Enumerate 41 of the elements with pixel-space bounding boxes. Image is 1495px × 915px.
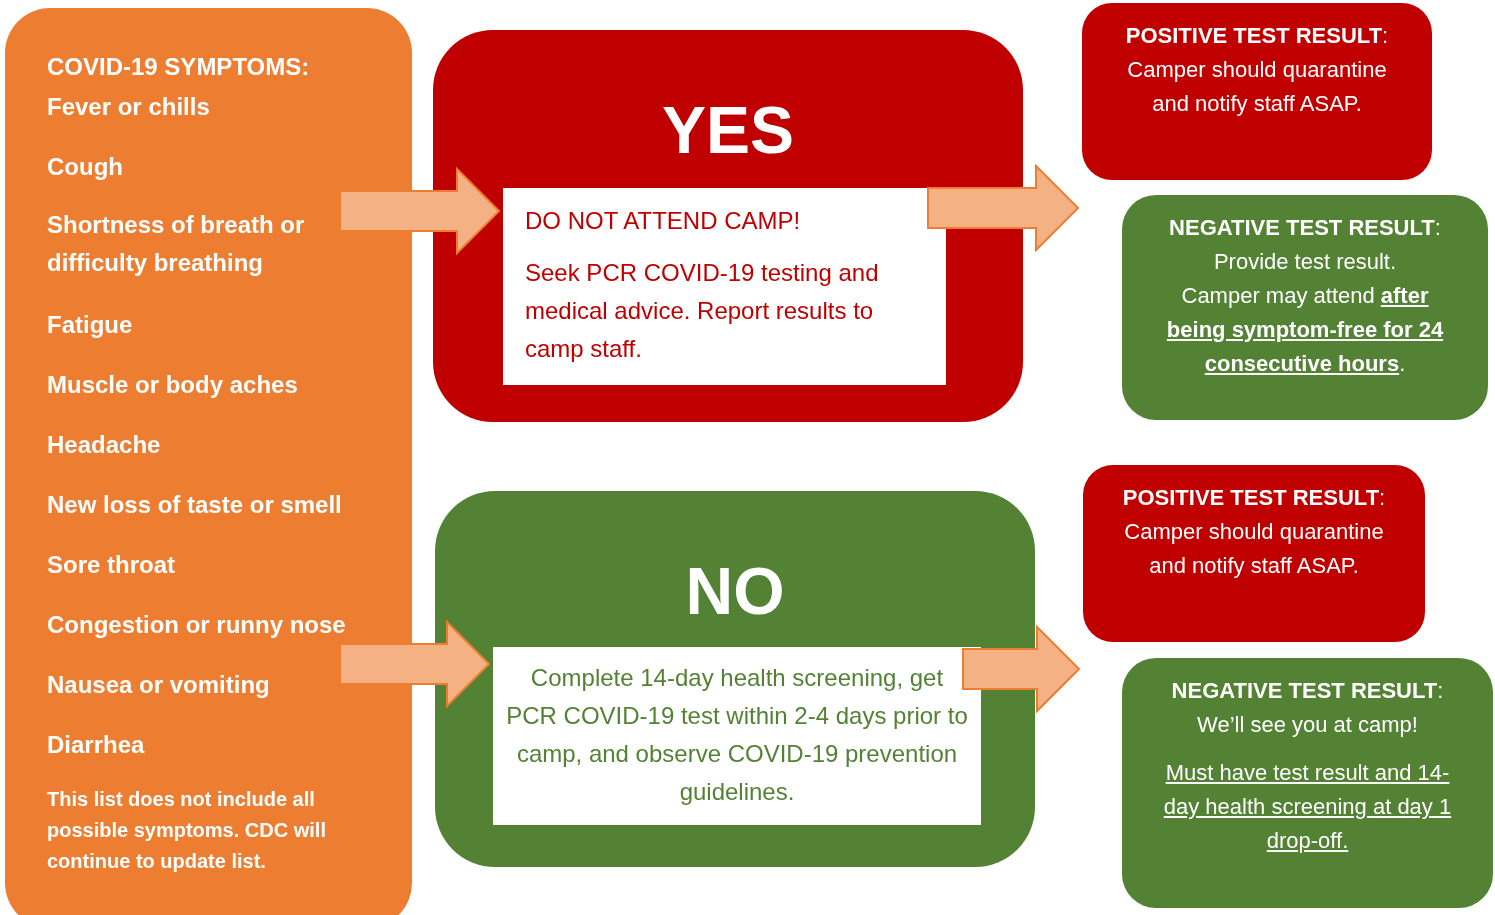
result-heading: NEGATIVE TEST RESULT: [1170, 677, 1445, 705]
symptom-item: Headache [47, 430, 162, 460]
block-arrow [339, 619, 491, 709]
instruction-text: Complete 14-day health screening, get PCR COVID-19 test within 2-4 days prior to camp, and observe COVID-19 prevention guidelines. [505, 663, 969, 807]
symptom-item: New loss of taste or smell [47, 490, 343, 520]
result-heading: POSITIVE TEST RESULT: [1121, 484, 1387, 512]
symptom-item: Cough [47, 152, 124, 182]
result-box [1122, 195, 1488, 420]
symptom-item: Diarrhea [47, 730, 146, 760]
instruction-box [493, 647, 981, 825]
result-heading: NEGATIVE TEST RESULT: [1168, 214, 1442, 242]
result-text: Camper may attend after being symptom-free for 24 consecutive hours. [1165, 282, 1445, 378]
block-arrow [927, 163, 1080, 253]
warning-text: DO NOT ATTEND CAMP! [525, 206, 802, 236]
result-text: Must have test result and 14-day health screening at day 1 drop-off. [1162, 759, 1453, 855]
instruction-box [503, 188, 946, 385]
result-box [1122, 658, 1493, 908]
result-text: Camper should quarantine and notify staff ASAP. [1126, 56, 1388, 118]
result-box [1083, 465, 1425, 642]
symptom-panel [5, 8, 412, 915]
result-text: Camper should quarantine and notify staff ASAP. [1123, 518, 1385, 580]
symptom-item: Congestion or runny nose [47, 610, 347, 640]
instruction-text: Seek PCR COVID-19 testing and medical advice. Report results to camp staff. [525, 258, 880, 364]
result-text: We’ll see you at camp! [1196, 711, 1419, 739]
result-heading: POSITIVE TEST RESULT: [1124, 22, 1390, 50]
result-text: Provide test result. [1212, 248, 1398, 276]
result-box [1082, 3, 1432, 180]
footnote: This list does not include all possible symptoms. CDC will continue to update list. [47, 787, 327, 874]
symptom-item: Nausea or vomiting [47, 670, 271, 700]
decision-box [433, 30, 1023, 422]
symptom-item: Muscle or body aches [47, 370, 299, 400]
decision-box [435, 491, 1035, 867]
symptom-item: Sore throat [47, 550, 176, 580]
symptom-item: Fever or chills [47, 92, 211, 122]
decision-heading: YES [660, 92, 796, 169]
panel-heading: COVID-19 SYMPTOMS: [47, 52, 311, 82]
decision-heading: NO [684, 553, 786, 630]
symptom-item: Fatigue [47, 310, 134, 340]
block-arrow [962, 624, 1081, 714]
symptom-item: Shortness of breath or difficulty breathing [47, 210, 306, 278]
block-arrow [339, 166, 501, 256]
